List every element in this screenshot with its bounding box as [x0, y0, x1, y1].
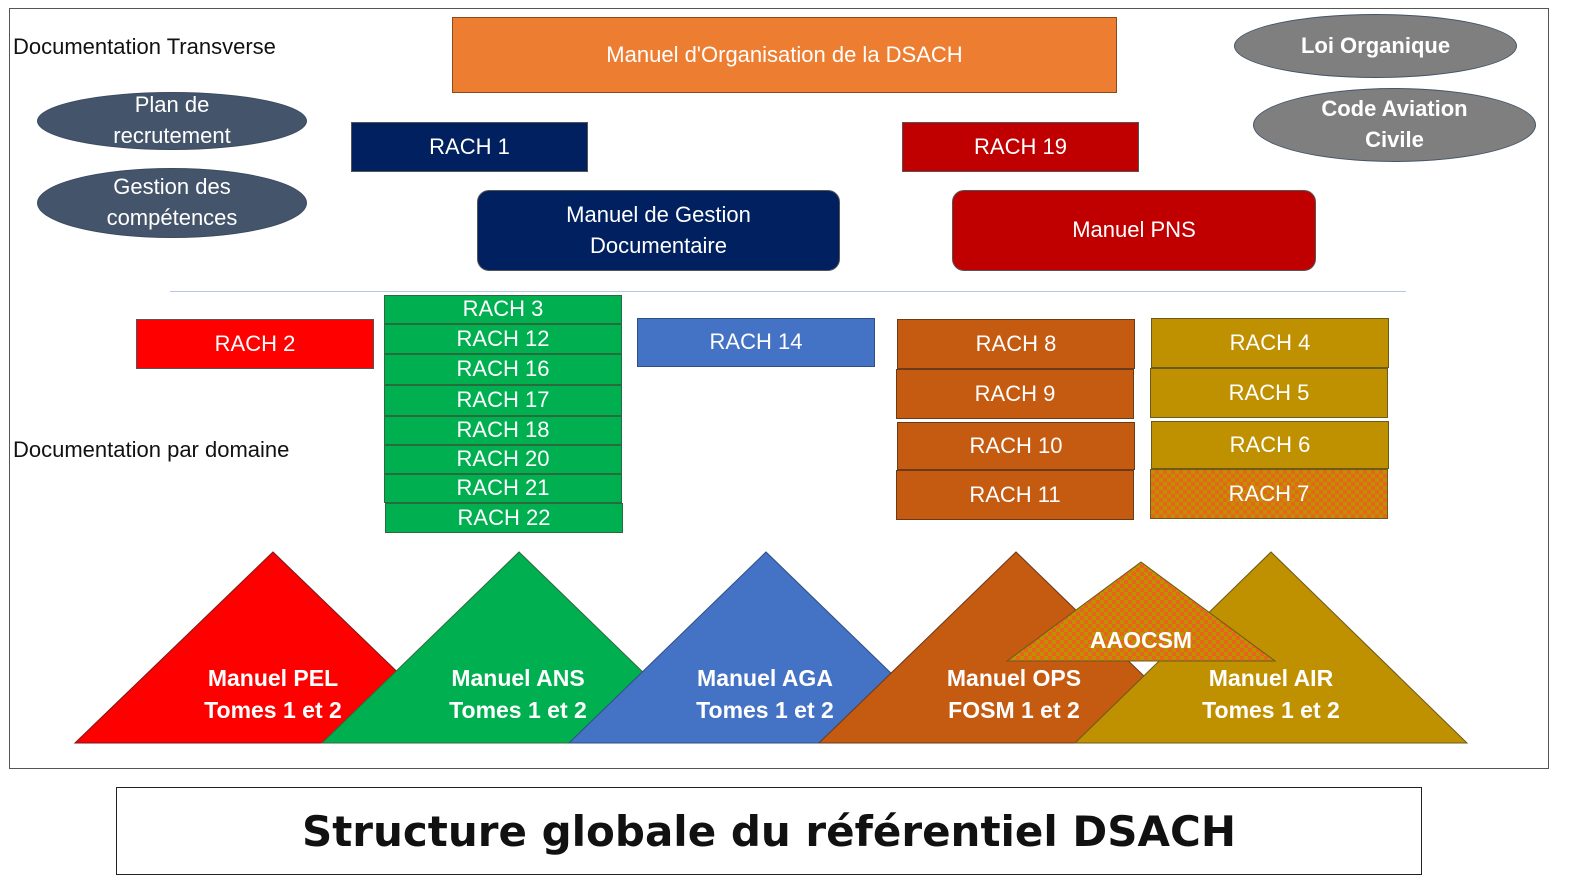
manuel-ops-line1: Manuel OPS [946, 665, 1082, 691]
manuel-pel-line2: Tomes 1 et 2 [204, 697, 342, 724]
code-aviation-ellipse: Code Aviation Civile [1253, 88, 1536, 162]
manuel-aga-label: Manuel AGA Tomes 1 et 2 [675, 662, 855, 726]
section-divider [170, 291, 1406, 292]
triangle-ans [320, 551, 718, 744]
gold-rach-box-patterned: RACH 7 [1150, 469, 1388, 519]
manuel-ops-line2: FOSM 1 et 2 [948, 697, 1080, 724]
label-documentation-transverse: Documentation Transverse [13, 34, 276, 59]
triangle-aaocsm [1005, 561, 1277, 662]
orange-rach-label: RACH 11 [969, 481, 1061, 507]
green-rach-label: RACH 16 [456, 356, 550, 382]
gold-rach-box: RACH 6 [1151, 421, 1389, 469]
manuel-air-line1: Manuel AIR [1208, 665, 1334, 691]
gestion-competences-ellipse: Gestion des compétences [37, 168, 307, 238]
green-rach-box: RACH 12 [384, 324, 622, 354]
green-rach-box: RACH 20 [384, 445, 622, 474]
orange-rach-box: RACH 8 [897, 319, 1135, 369]
rach19-label: RACH 19 [974, 133, 1067, 159]
footer-title: Structure globale du référentiel DSACH [301, 806, 1237, 856]
green-rach-label: RACH 22 [457, 504, 551, 530]
rach1-label: RACH 1 [429, 133, 510, 159]
rach2-box: RACH 2 [136, 319, 374, 369]
label-documentation-par-domaine: Documentation par domaine [13, 437, 290, 462]
plan-recrutement-ellipse: Plan de recrutement [37, 92, 307, 150]
diagram-frame [9, 8, 1549, 769]
orange-rach-label: RACH 9 [974, 380, 1056, 406]
orange-rach-label: RACH 10 [969, 432, 1063, 458]
gold-rach-box: RACH 5 [1150, 368, 1388, 418]
orange-rach-box: RACH 9 [896, 369, 1134, 419]
manuel-air-label: Manuel AIR Tomes 1 et 2 [1181, 662, 1361, 726]
green-rach-box: RACH 17 [384, 385, 622, 416]
plan-recrutement-line2: recrutement [113, 123, 231, 148]
rach14-box: RACH 14 [637, 318, 875, 367]
manuel-gestion-doc-line1: Manuel de Gestion [566, 201, 751, 227]
green-rach-box: RACH 3 [384, 295, 622, 324]
manuel-pel-label: Manuel PEL Tomes 1 et 2 [183, 662, 363, 726]
manuel-ans-line2: Tomes 1 et 2 [449, 697, 587, 724]
gestion-competences-line2: compétences [106, 205, 238, 230]
orange-rach-label: RACH 8 [975, 330, 1057, 356]
manuel-pns-label: Manuel PNS [1072, 217, 1196, 243]
gold-rach-label: RACH 6 [1229, 431, 1311, 457]
green-rach-box: RACH 18 [384, 416, 622, 445]
manuel-gestion-doc-line2: Documentaire [590, 232, 727, 258]
green-rach-box: RACH 21 [384, 474, 622, 503]
green-rach-box: RACH 22 [385, 503, 623, 533]
green-rach-label: RACH 20 [456, 446, 550, 472]
footer-title-box: Structure globale du référentiel DSACH [116, 787, 1422, 875]
rach14-label: RACH 14 [709, 329, 803, 355]
plan-recrutement-line1: Plan de [134, 92, 210, 118]
rach2-label: RACH 2 [214, 330, 296, 356]
gold-rach-label: RACH 7 [1228, 480, 1310, 506]
triangle-aga [567, 551, 965, 744]
manuel-organisation-box: Manuel d'Organisation de la DSACH [452, 17, 1117, 93]
green-rach-label: RACH 12 [456, 325, 550, 351]
manuel-pns-box: Manuel PNS [952, 190, 1316, 271]
manuel-ans-label: Manuel ANS Tomes 1 et 2 [428, 662, 608, 726]
manuel-air-line2: Tomes 1 et 2 [1202, 697, 1340, 724]
manuel-pel-line1: Manuel PEL [207, 665, 339, 691]
loi-organique-ellipse: Loi Organique [1234, 14, 1517, 78]
aaocsm-label: AAOCSM [1089, 627, 1193, 653]
code-aviation-line2: Civile [1365, 127, 1424, 152]
green-rach-label: RACH 21 [456, 475, 550, 501]
gestion-competences-line1: Gestion des [113, 174, 231, 200]
code-aviation-line1: Code Aviation [1321, 96, 1468, 122]
gold-rach-box: RACH 4 [1151, 318, 1389, 368]
loi-organique-label: Loi Organique [1300, 32, 1451, 58]
orange-rach-box: RACH 10 [897, 422, 1135, 470]
green-rach-label: RACH 3 [462, 296, 544, 322]
green-rach-label: RACH 18 [456, 417, 550, 443]
rach1-box: RACH 1 [351, 122, 588, 172]
manuel-aga-line2: Tomes 1 et 2 [696, 697, 834, 724]
manuel-ans-line1: Manuel ANS [451, 665, 585, 691]
rach19-box: RACH 19 [902, 122, 1139, 172]
orange-rach-box: RACH 11 [896, 470, 1134, 520]
manuel-aga-line1: Manuel AGA [697, 665, 833, 691]
green-rach-label: RACH 17 [456, 387, 550, 413]
green-rach-box: RACH 16 [384, 354, 622, 385]
manuel-organisation-label: Manuel d'Organisation de la DSACH [606, 41, 963, 67]
gold-rach-label: RACH 4 [1229, 329, 1311, 355]
gold-rach-label: RACH 5 [1228, 379, 1310, 405]
manuel-gestion-documentaire-box: Manuel de Gestion Documentaire [477, 190, 840, 271]
manuel-ops-label: Manuel OPS FOSM 1 et 2 [924, 662, 1104, 726]
